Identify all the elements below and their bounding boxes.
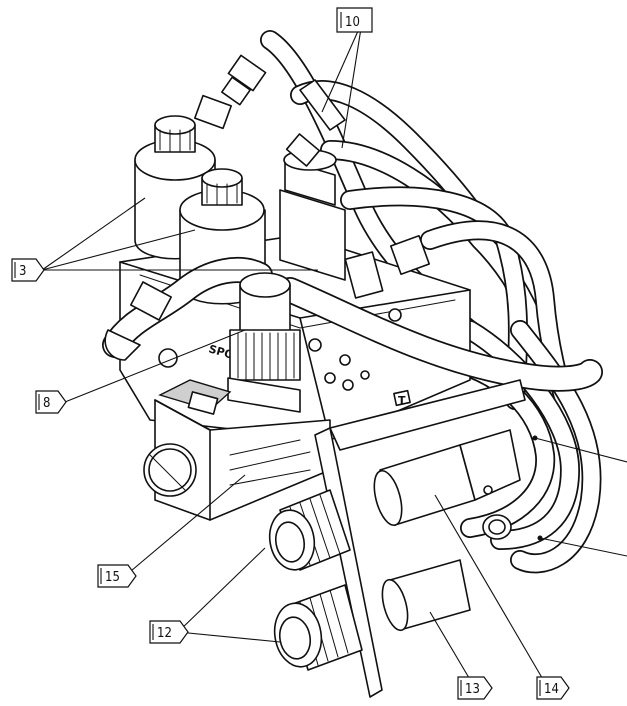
callout-tag-15: 15: [97, 564, 137, 588]
callout-tag-3: 3: [11, 258, 45, 282]
adjust-knob-upper: [268, 489, 351, 571]
callout-tag-8: 8: [35, 390, 67, 414]
adjust-knob-lower: [273, 584, 363, 671]
body-stamp-t: T: [398, 394, 406, 407]
svg-text:15: 15: [105, 570, 120, 585]
svg-text:8: 8: [43, 396, 50, 411]
pressure-valve-upright: [279, 149, 346, 281]
svg-text:13: 13: [465, 682, 480, 697]
cylinder-upper: [373, 429, 521, 527]
svg-text:3: 3: [19, 264, 26, 279]
elbow-fitting: [227, 272, 301, 413]
upper-fittings: [221, 54, 431, 299]
callout-tag-13: 13: [457, 676, 493, 700]
callout-tag-12: 12: [149, 620, 189, 644]
callout-tag-14: 14: [536, 676, 570, 700]
svg-text:10: 10: [345, 15, 360, 30]
directional-valve-body: [143, 379, 331, 521]
svg-text:12: 12: [157, 626, 172, 641]
cylinder-lower: [381, 559, 471, 632]
callout-tag-10: 10: [336, 7, 373, 33]
svg-text:14: 14: [544, 682, 559, 697]
side-port-fitting: [482, 514, 512, 540]
left-fittings: [104, 281, 178, 368]
leader-lines: [41, 21, 627, 689]
